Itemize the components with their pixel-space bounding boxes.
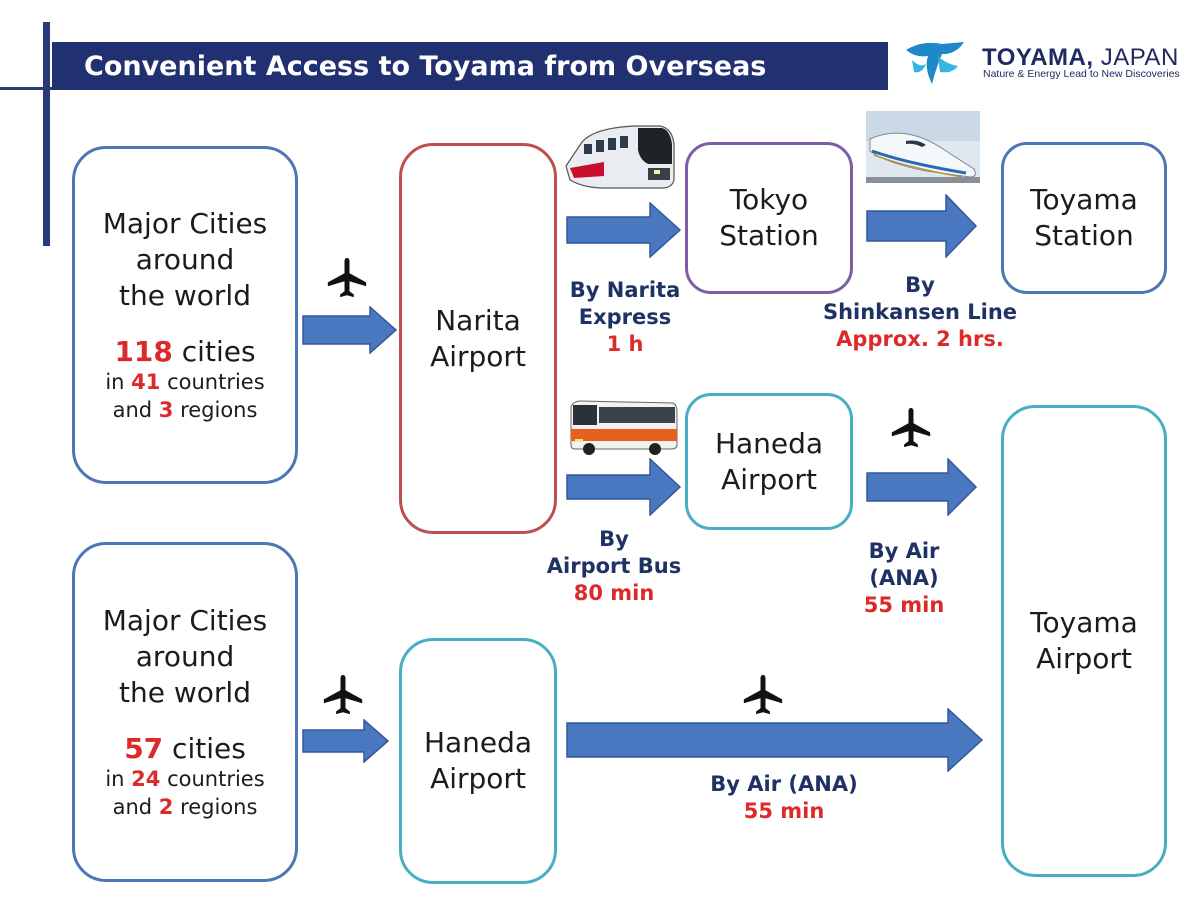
node-line2: Airport: [430, 339, 526, 373]
route-line2: Shinkansen Line: [822, 300, 1018, 324]
arrow-to-toyama-station: [866, 194, 978, 258]
regions-pre: and: [112, 398, 159, 422]
route-line1: By Air: [868, 539, 940, 563]
train-icon: [565, 125, 675, 189]
logo-name-bold: TOYAMA,: [982, 44, 1094, 71]
origin-box-haneda: Major Cities around the world 57 cities …: [72, 542, 298, 882]
route-time: 55 min: [863, 593, 945, 617]
node-line2: Airport: [1036, 642, 1132, 675]
route-line1: By: [599, 527, 629, 551]
logo-name: TOYAMA, JAPAN: [982, 44, 1179, 72]
route-time: 55 min: [743, 799, 825, 823]
cities-count: 118 cities: [114, 336, 255, 368]
narita-airport-box: Narita Airport: [399, 143, 557, 534]
origin-line2: around: [135, 640, 235, 673]
route-line2: Airport Bus: [546, 554, 682, 578]
route-air-ana-top-label: By Air (ANA) 55 min: [834, 538, 974, 619]
page-title-text: Convenient Access to Toyama from Oversea…: [84, 50, 767, 82]
logo-tagline: Nature & Energy Lead to New Discoveries: [983, 68, 1180, 80]
node-line1: Toyama: [1030, 606, 1138, 639]
shinkansen-icon: [866, 111, 980, 183]
route-time: Approx. 2 hrs.: [836, 327, 1004, 351]
route-line1: By: [905, 273, 935, 297]
countries-count: in 41 countries: [105, 368, 264, 396]
route-line1: By Narita: [569, 278, 681, 302]
airplane-icon: [743, 674, 783, 715]
node-line1: Tokyo: [729, 183, 809, 216]
route-line2: (ANA): [869, 566, 939, 590]
route-air-ana-bottom-label: By Air (ANA) 55 min: [670, 771, 898, 825]
cities-number: 118: [114, 335, 173, 368]
route-time: 80 min: [573, 581, 655, 605]
title-accent-bar: [43, 22, 50, 246]
countries-word: countries: [160, 370, 265, 394]
logo-name-rest: JAPAN: [1093, 44, 1179, 71]
regions-pre: and: [112, 795, 159, 819]
node-line1: Haneda: [423, 726, 533, 759]
cities-number: 57: [124, 732, 164, 765]
toyama-airport-box: Toyama Airport: [1001, 405, 1167, 877]
bus-icon: [570, 400, 678, 455]
arrow-to-haneda-top: [566, 458, 682, 516]
toyama-station-box: Toyama Station: [1001, 142, 1167, 294]
airplane-icon: [327, 257, 367, 298]
countries-pre: in: [105, 370, 132, 394]
route-airport-bus-label: By Airport Bus 80 min: [530, 526, 698, 607]
regions-number: 2: [158, 795, 174, 819]
haneda-airport-top-box: Haneda Airport: [685, 393, 853, 530]
airplane-icon: [323, 674, 363, 715]
node-line1: Toyama: [1030, 183, 1138, 216]
origin-box-narita: Major Cities around the world 118 cities…: [72, 146, 298, 484]
page-title: Convenient Access to Toyama from Oversea…: [52, 42, 888, 90]
node-line1: Haneda: [714, 426, 824, 460]
toyama-logo-icon: [906, 42, 964, 84]
countries-pre: in: [105, 767, 132, 791]
route-time: 1 h: [606, 332, 644, 356]
node-line2: Airport: [430, 762, 526, 795]
origin-line2: around: [135, 243, 235, 276]
airplane-icon: [891, 407, 931, 448]
arrow-to-narita: [302, 306, 398, 354]
countries-count: in 24 countries: [105, 765, 264, 793]
regions-word: regions: [173, 398, 258, 422]
cities-word: cities: [163, 732, 246, 765]
haneda-airport-bottom-box: Haneda Airport: [399, 638, 557, 884]
origin-line3: the world: [119, 279, 251, 312]
origin-line1: Major Cities: [102, 604, 268, 637]
route-line2: Express: [578, 305, 672, 329]
node-line2: Airport: [721, 462, 817, 496]
arrow-to-tokyo-station: [566, 202, 682, 258]
regions-count: and 3 regions: [113, 396, 258, 424]
tokyo-station-box: Tokyo Station: [685, 142, 853, 294]
regions-number: 3: [158, 398, 174, 422]
node-line2: Station: [1034, 219, 1134, 252]
cities-word: cities: [172, 335, 256, 368]
route-narita-express-label: By Narita Express 1 h: [545, 277, 705, 358]
arrow-to-toyama-airport-bottom: [566, 708, 984, 772]
origin-line1: Major Cities: [102, 207, 268, 240]
route-line1: By Air (ANA): [710, 772, 858, 796]
countries-word: countries: [160, 767, 265, 791]
node-line2: Station: [719, 219, 819, 252]
node-line1: Narita: [435, 303, 521, 337]
regions-word: regions: [173, 795, 258, 819]
countries-number: 41: [131, 370, 161, 394]
countries-number: 24: [131, 767, 161, 791]
arrow-to-haneda-bottom: [302, 719, 390, 763]
regions-count: and 2 regions: [113, 793, 258, 821]
route-shinkansen-label: By Shinkansen Line Approx. 2 hrs.: [800, 272, 1040, 353]
cities-count: 57 cities: [124, 733, 246, 765]
origin-line3: the world: [119, 676, 251, 709]
arrow-to-toyama-airport-top: [866, 458, 978, 516]
